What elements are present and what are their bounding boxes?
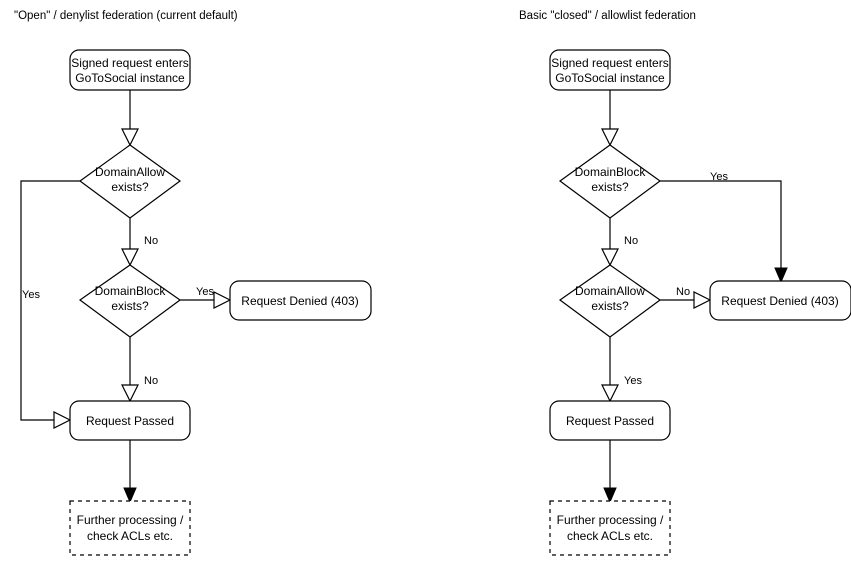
edge-label-left-allow-yes: Yes (22, 289, 40, 301)
node-further-processing-right-label-line1: Further processing / (557, 513, 664, 527)
arrowhead-open-icon (121, 248, 139, 267)
edge-label-left-block-no: No (144, 375, 158, 387)
edge-label-right-block-yes: Yes (710, 171, 728, 183)
edge-right-passed-to-further (603, 440, 617, 504)
node-decision-domainallow-left[interactable]: DomainAllow exists? (78, 144, 182, 219)
node-decision-domainblock-right-label-line1: DomainBlock (575, 165, 647, 179)
edge-label-left-allow-no: No (144, 235, 158, 247)
arrowhead-open-icon (601, 128, 619, 147)
diagram-title-closed-allowlist: Basic "closed" / allowlist federation (519, 10, 696, 22)
arrowhead-open-icon (213, 291, 232, 309)
diagram-open-denylist: "Open" / denylist federation (current de… (14, 10, 372, 556)
arrowhead-filled-icon (774, 267, 788, 284)
node-decision-domainallow-right-label-line1: DomainAllow (575, 284, 645, 298)
edge-left-passed-to-further (123, 440, 137, 504)
node-request-denied-left-shape (229, 280, 372, 321)
node-start-right-label-line1: Signed request enters (551, 56, 668, 70)
node-decision-domainallow-right-label-line2: exists? (591, 299, 629, 313)
node-decision-domainallow-right[interactable]: DomainAllow exists? (558, 264, 662, 338)
node-request-denied-left-label: Request Denied (403) (241, 294, 358, 308)
node-request-denied-right-label: Request Denied (403) (721, 294, 838, 308)
node-request-passed-left-label: Request Passed (86, 414, 174, 428)
node-start-left-label-line2: GoToSocial instance (75, 71, 185, 85)
node-decision-domainallow-left-label-line2: exists? (111, 180, 149, 194)
node-decision-domainallow-left-label-line1: DomainAllow (95, 165, 165, 179)
node-further-processing-left-label-line2: check ACLs etc. (87, 529, 173, 543)
edge-label-right-allow-yes: Yes (624, 375, 642, 387)
node-request-passed-right-label: Request Passed (566, 414, 654, 428)
node-start-right-label-line2: GoToSocial instance (555, 71, 665, 85)
node-request-denied-left[interactable]: Request Denied (403) (229, 280, 372, 321)
arrowhead-open-icon (693, 291, 712, 309)
edge-left-allow-no-to-block: No (121, 218, 158, 267)
edge-label-right-allow-no: No (676, 286, 690, 298)
arrowhead-open-icon (601, 248, 619, 267)
arrowhead-open-icon (601, 384, 619, 403)
edge-right-allow-yes-to-passed: Yes (601, 337, 642, 403)
edge-left-start-to-allow (121, 90, 139, 147)
arrowhead-open-icon (121, 384, 139, 403)
node-start-left-label-line1: Signed request enters (71, 56, 188, 70)
arrowhead-filled-icon (123, 487, 137, 504)
node-further-processing-right-shape (549, 500, 671, 556)
arrowhead-filled-icon (603, 487, 617, 504)
edge-right-block-no-to-allow: No (601, 218, 638, 267)
node-further-processing-left[interactable]: Further processing / check ACLs etc. (69, 500, 191, 556)
edge-left-allow-yes-to-passed: Yes (20, 180, 80, 429)
node-decision-domainblock-left[interactable]: DomainBlock exists? (78, 264, 182, 338)
node-further-processing-right-label-line2: check ACLs etc. (567, 529, 653, 543)
node-decision-domainblock-right[interactable]: DomainBlock exists? (558, 144, 662, 219)
node-request-passed-left[interactable]: Request Passed (69, 400, 191, 441)
diagram-title-open-denylist: "Open" / denylist federation (current de… (14, 10, 238, 22)
arrowhead-open-icon (53, 411, 72, 429)
node-start-right[interactable]: Signed request enters GoToSocial instanc… (549, 49, 671, 91)
node-further-processing-left-shape (69, 500, 191, 556)
edge-right-start-to-block (601, 90, 619, 147)
edge-label-left-block-yes: Yes (196, 286, 214, 298)
node-request-passed-right[interactable]: Request Passed (549, 400, 671, 441)
edge-left-block-no-to-passed: No (121, 337, 158, 403)
edge-right-block-yes-to-denied: Yes (660, 171, 788, 284)
node-further-processing-left-label-line1: Further processing / (77, 513, 184, 527)
node-decision-domainblock-left-label-line2: exists? (111, 299, 149, 313)
node-further-processing-right[interactable]: Further processing / check ACLs etc. (549, 500, 671, 556)
node-request-denied-right-shape (709, 280, 851, 321)
edge-left-block-yes-to-denied: Yes (180, 286, 232, 309)
edge-label-right-block-no: No (624, 235, 638, 247)
arrowhead-open-icon (121, 128, 139, 147)
node-decision-domainblock-left-label-line1: DomainBlock (95, 284, 167, 298)
node-request-denied-right[interactable]: Request Denied (403) (709, 280, 851, 321)
diagram-closed-allowlist: Basic "closed" / allowlist federation Si… (519, 10, 851, 556)
edge-right-allow-no-to-denied: No (660, 286, 712, 309)
node-start-left[interactable]: Signed request enters GoToSocial instanc… (69, 49, 191, 91)
node-decision-domainblock-right-label-line2: exists? (591, 180, 629, 194)
